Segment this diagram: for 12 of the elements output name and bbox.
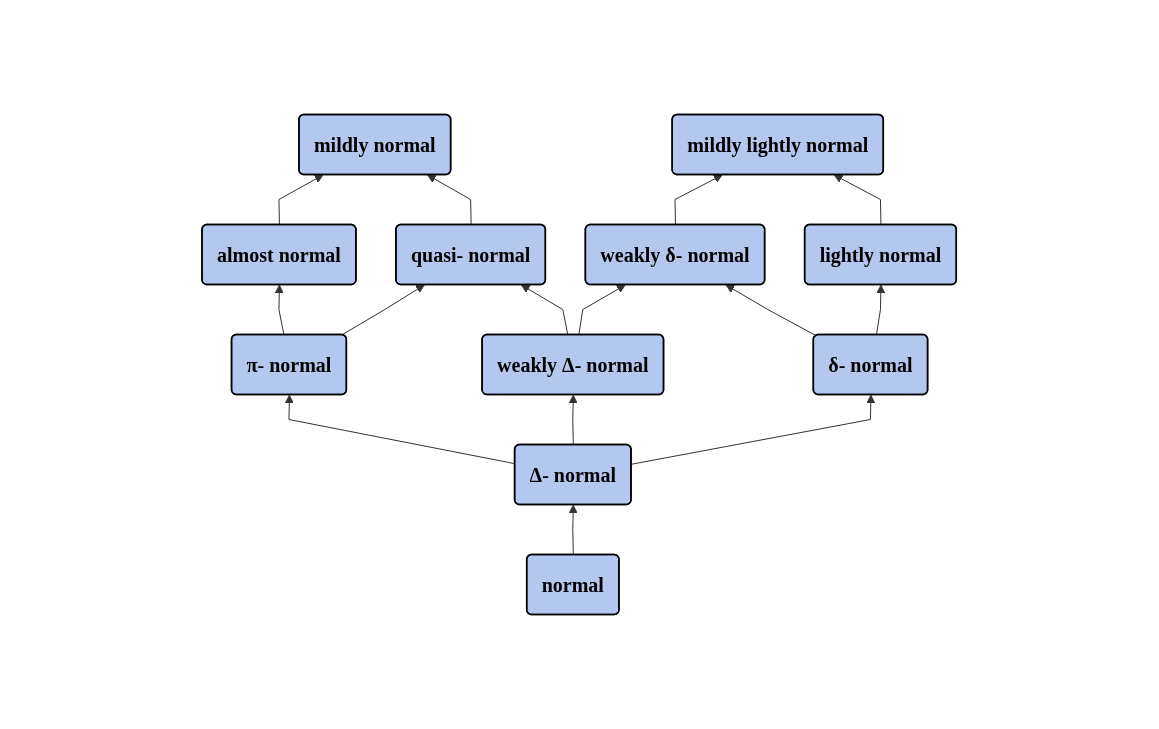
arrow bbox=[569, 394, 578, 446]
arrow bbox=[876, 284, 886, 336]
arrow bbox=[674, 174, 723, 226]
arrow bbox=[521, 284, 569, 336]
arrow bbox=[631, 394, 876, 465]
arrow bbox=[341, 284, 426, 336]
arrow bbox=[278, 174, 324, 226]
arrow bbox=[569, 504, 578, 556]
arrow bbox=[834, 174, 882, 226]
arrow bbox=[427, 174, 472, 226]
arrow bbox=[275, 284, 285, 336]
arrow bbox=[578, 284, 626, 336]
